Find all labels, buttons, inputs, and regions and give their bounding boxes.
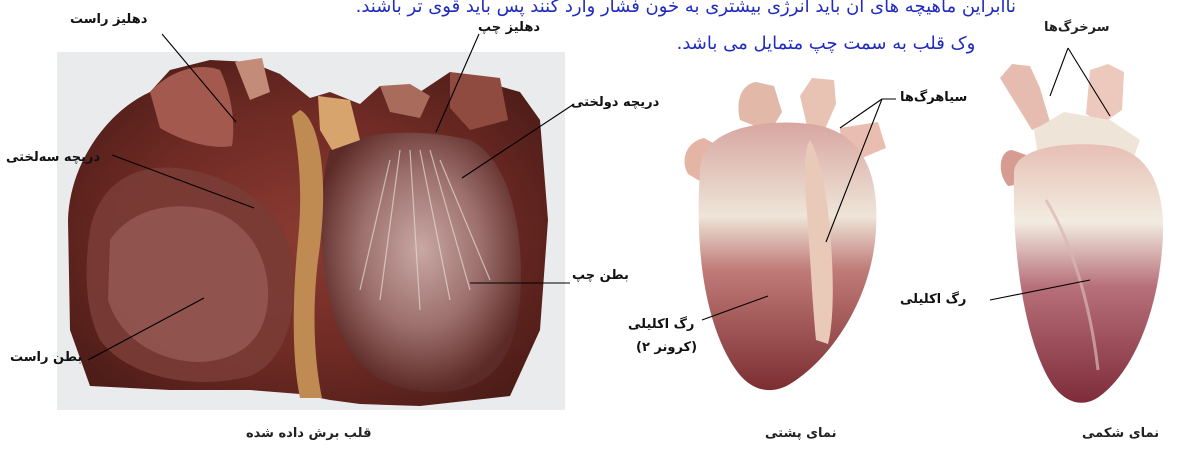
label-right-atrium: دهلیز راست — [70, 12, 147, 27]
caption-cut-heart: قلب برش داده شده — [246, 426, 372, 441]
label-mitral-valve: دریچه دولختی — [571, 95, 659, 110]
label-coronary-posterior: رگ اکلیلی — [628, 317, 694, 332]
caption-anterior-view: نمای شکمی — [1082, 426, 1159, 441]
label-tricuspid-valve: دریچه سه‌لختی — [6, 150, 100, 165]
label-veins: سیاهرگ‌ها — [900, 90, 967, 105]
anterior-heart-photo — [1000, 64, 1163, 403]
label-left-atrium: دهلیز چپ — [478, 20, 540, 35]
label-arteries: سرخرگ‌ها — [1044, 20, 1110, 35]
label-left-ventricle: بطن چپ — [572, 268, 629, 283]
label-right-ventricle: بطن راست — [10, 350, 82, 365]
label-coronary-anterior: رگ اکلیلی — [900, 292, 966, 307]
posterior-heart-photo — [685, 78, 886, 390]
caption-posterior-view: نمای پشتی — [765, 426, 837, 441]
label-coronary-posterior-note: (کرونر ۲) — [636, 340, 697, 355]
cut-heart-photo — [57, 52, 565, 410]
